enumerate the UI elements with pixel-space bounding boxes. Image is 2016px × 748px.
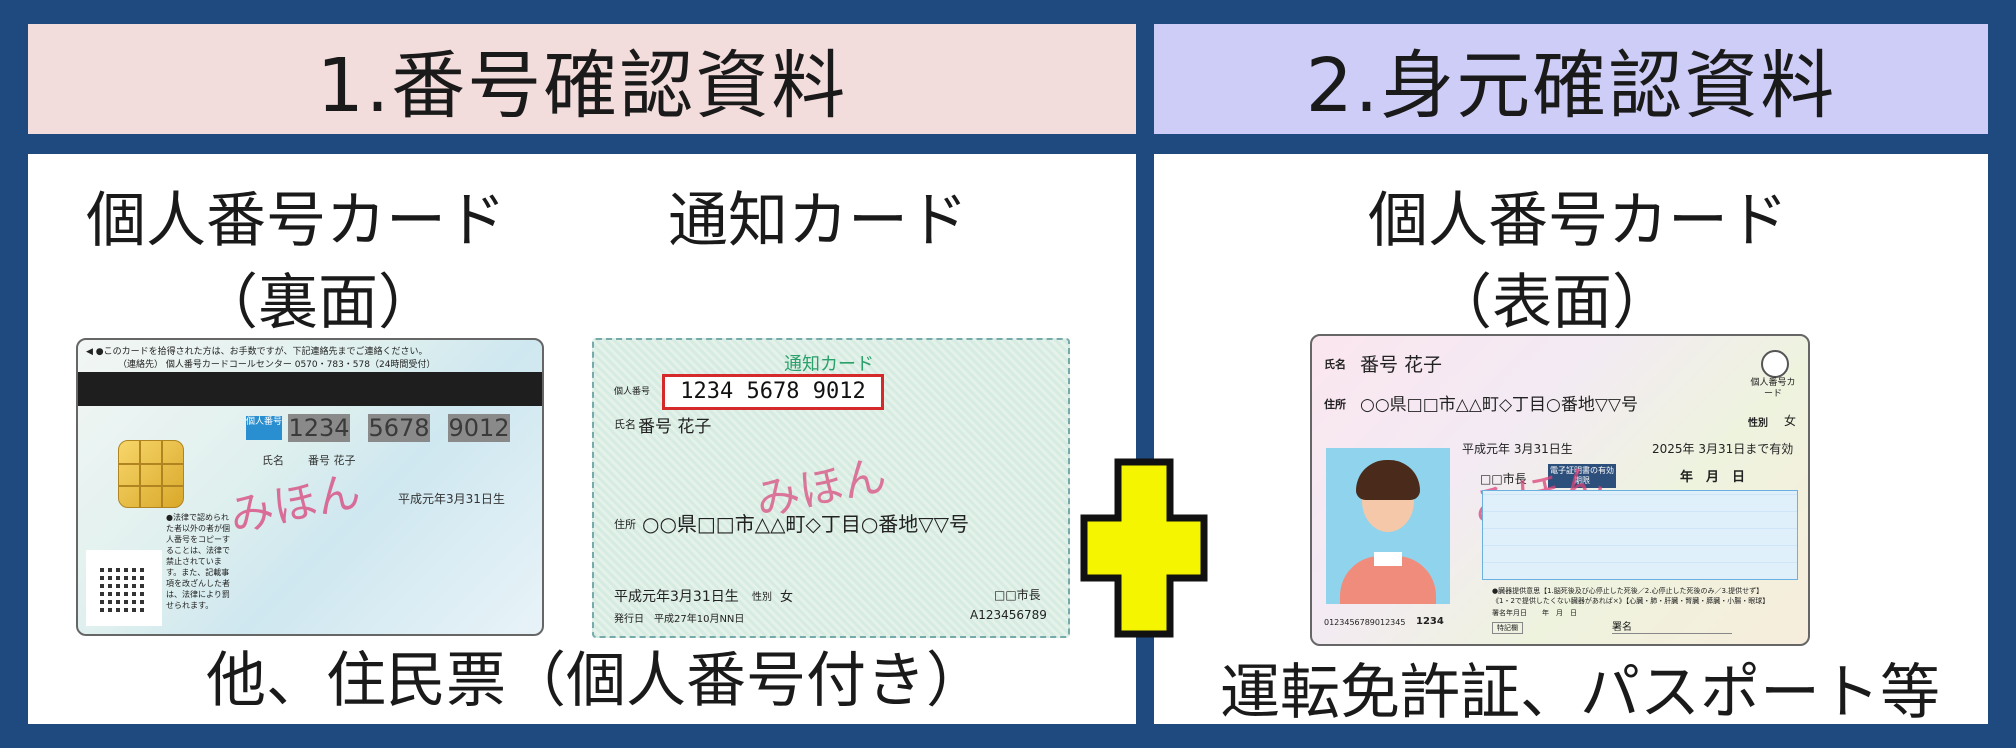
number-highlight-box: 1234 5678 9012 (662, 374, 884, 410)
cert-expiry-label: 電子証明書の有効期限 (1548, 464, 1616, 488)
address-value: ○○県□□市△△町◇丁目○番地▽▽号 (642, 512, 970, 536)
identity-confirmation-panel: 個人番号カード （表面） 氏名 番号 花子 住所 ○○県□□市△△町◇丁目○番地… (1154, 154, 1988, 728)
ic-chip-icon (118, 440, 184, 508)
notification-card: 通知カード 個人番号 1234 5678 9012 氏名 番号 花子 住所 ○○… (592, 338, 1070, 638)
address-value: ○○県□□市△△町◇丁目○番地▽▽号 (1360, 395, 1638, 415)
card1-label-sub: （裏面） (198, 268, 438, 338)
name-value: 番号 花子 (638, 417, 712, 437)
birth-date: 平成元年3月31日生 (614, 589, 739, 605)
organ-donation-line2: 《1・2で提供したくない臓器があれば×》【心臓・肺・肝臓・腎臓・膵臓・小腸・眼球… (1492, 597, 1770, 605)
qr-code-icon (86, 550, 162, 626)
card-label: 個人番号カード (1368, 186, 1788, 256)
header-title: 1.番号確認資料 (316, 42, 848, 129)
number-label: 個人番号 (614, 387, 651, 397)
card-notice: ◀ ●このカードを拾得された方は、お手数ですが、下記連絡先までご連絡ください。 (86, 347, 428, 357)
logo-text: 個人番号カード (1750, 378, 1796, 399)
mayor: □□市長 (1480, 472, 1527, 486)
number-confirmation-header: 1.番号確認資料 (28, 24, 1136, 134)
card-code: 1234 (1416, 616, 1444, 627)
notice-card-title: 通知カード (784, 354, 874, 375)
number-confirmation-panel: 個人番号カード （裏面） 通知カード ◀ ●このカードを拾得された方は、お手数で… (28, 154, 1136, 724)
name-value: 番号 花子 (1360, 354, 1443, 376)
cert-date-fields: 年 月 日 (1680, 470, 1746, 485)
issued-date: 平成27年10月NN日 (654, 614, 745, 625)
sample-watermark: みほん (225, 465, 365, 544)
sign-label: 署名 (1612, 618, 1732, 634)
card-serial: 0123456789012345 (1324, 618, 1406, 627)
number-part: 5678 (368, 414, 430, 442)
sign-date-label: 署名年月日 (1492, 609, 1527, 617)
sex-value: 女 (1784, 414, 1797, 428)
expiry-date: 2025年 3月31日まで有効 (1652, 442, 1794, 456)
birth-date: 平成元年 3月31日生 (1462, 442, 1573, 456)
magnetic-stripe (78, 372, 542, 406)
portrait-photo-icon (1326, 448, 1450, 604)
number-tag: 個人番号 (246, 416, 282, 440)
number-card-front: 氏名 番号 花子 住所 ○○県□□市△△町◇丁目○番地▽▽号 個人番号カード 性… (1310, 334, 1810, 646)
serial-number: A123456789 (970, 608, 1047, 622)
plus-icon (1080, 458, 1208, 638)
card-label-sub: （表面） (1432, 268, 1672, 338)
right-footer: 運転免許証、パスポート等 (1220, 658, 1940, 728)
address-label: 住所 (614, 518, 636, 531)
birth-date: 平成元年3月31日生 (398, 492, 505, 506)
sex-label: 性別 (1748, 418, 1768, 429)
address-change-box (1482, 490, 1798, 580)
card-notice-contact: （連絡先） 個人番号カードコールセンター 0570・783・578（24時間受付… (118, 360, 436, 370)
sign-date-fields: 年 月 日 (1542, 609, 1577, 617)
identity-confirmation-header: 2.身元確認資料 (1154, 24, 1988, 134)
number-part: 9012 (448, 414, 510, 442)
name-value: 番号 花子 (308, 454, 356, 467)
name-label: 氏名 (262, 454, 284, 467)
mayor: □□市長 (994, 588, 1041, 602)
sex-value: 女 (780, 590, 794, 605)
address-label: 住所 (1324, 398, 1346, 411)
issued-label: 発行日 (614, 614, 644, 625)
name-label: 氏名 (614, 418, 636, 431)
card2-label: 通知カード (668, 186, 968, 256)
number-card-back: ◀ ●このカードを拾得された方は、お手数ですが、下記連絡先までご連絡ください。 … (76, 338, 544, 636)
header-title: 2.身元確認資料 (1305, 42, 1837, 129)
legal-text: ●法律で認められた者以外の者が個人番号をコピーすることは、法律で禁止されています… (166, 513, 230, 610)
card1-label: 個人番号カード (86, 186, 506, 256)
name-label: 氏名 (1324, 358, 1346, 371)
number-part: 1234 (288, 414, 350, 442)
left-footer: 他、住民票（個人番号付き） (206, 646, 986, 716)
sex-label: 性別 (752, 592, 772, 603)
organ-donation-line1: ●臓器提供意思【1.脳死後及び心停止した死後／2.心停止した死後のみ／3.提供せ… (1492, 587, 1764, 595)
special-note-label: 特記欄 (1492, 622, 1523, 634)
mascot-logo-icon: 個人番号カード (1748, 350, 1798, 408)
